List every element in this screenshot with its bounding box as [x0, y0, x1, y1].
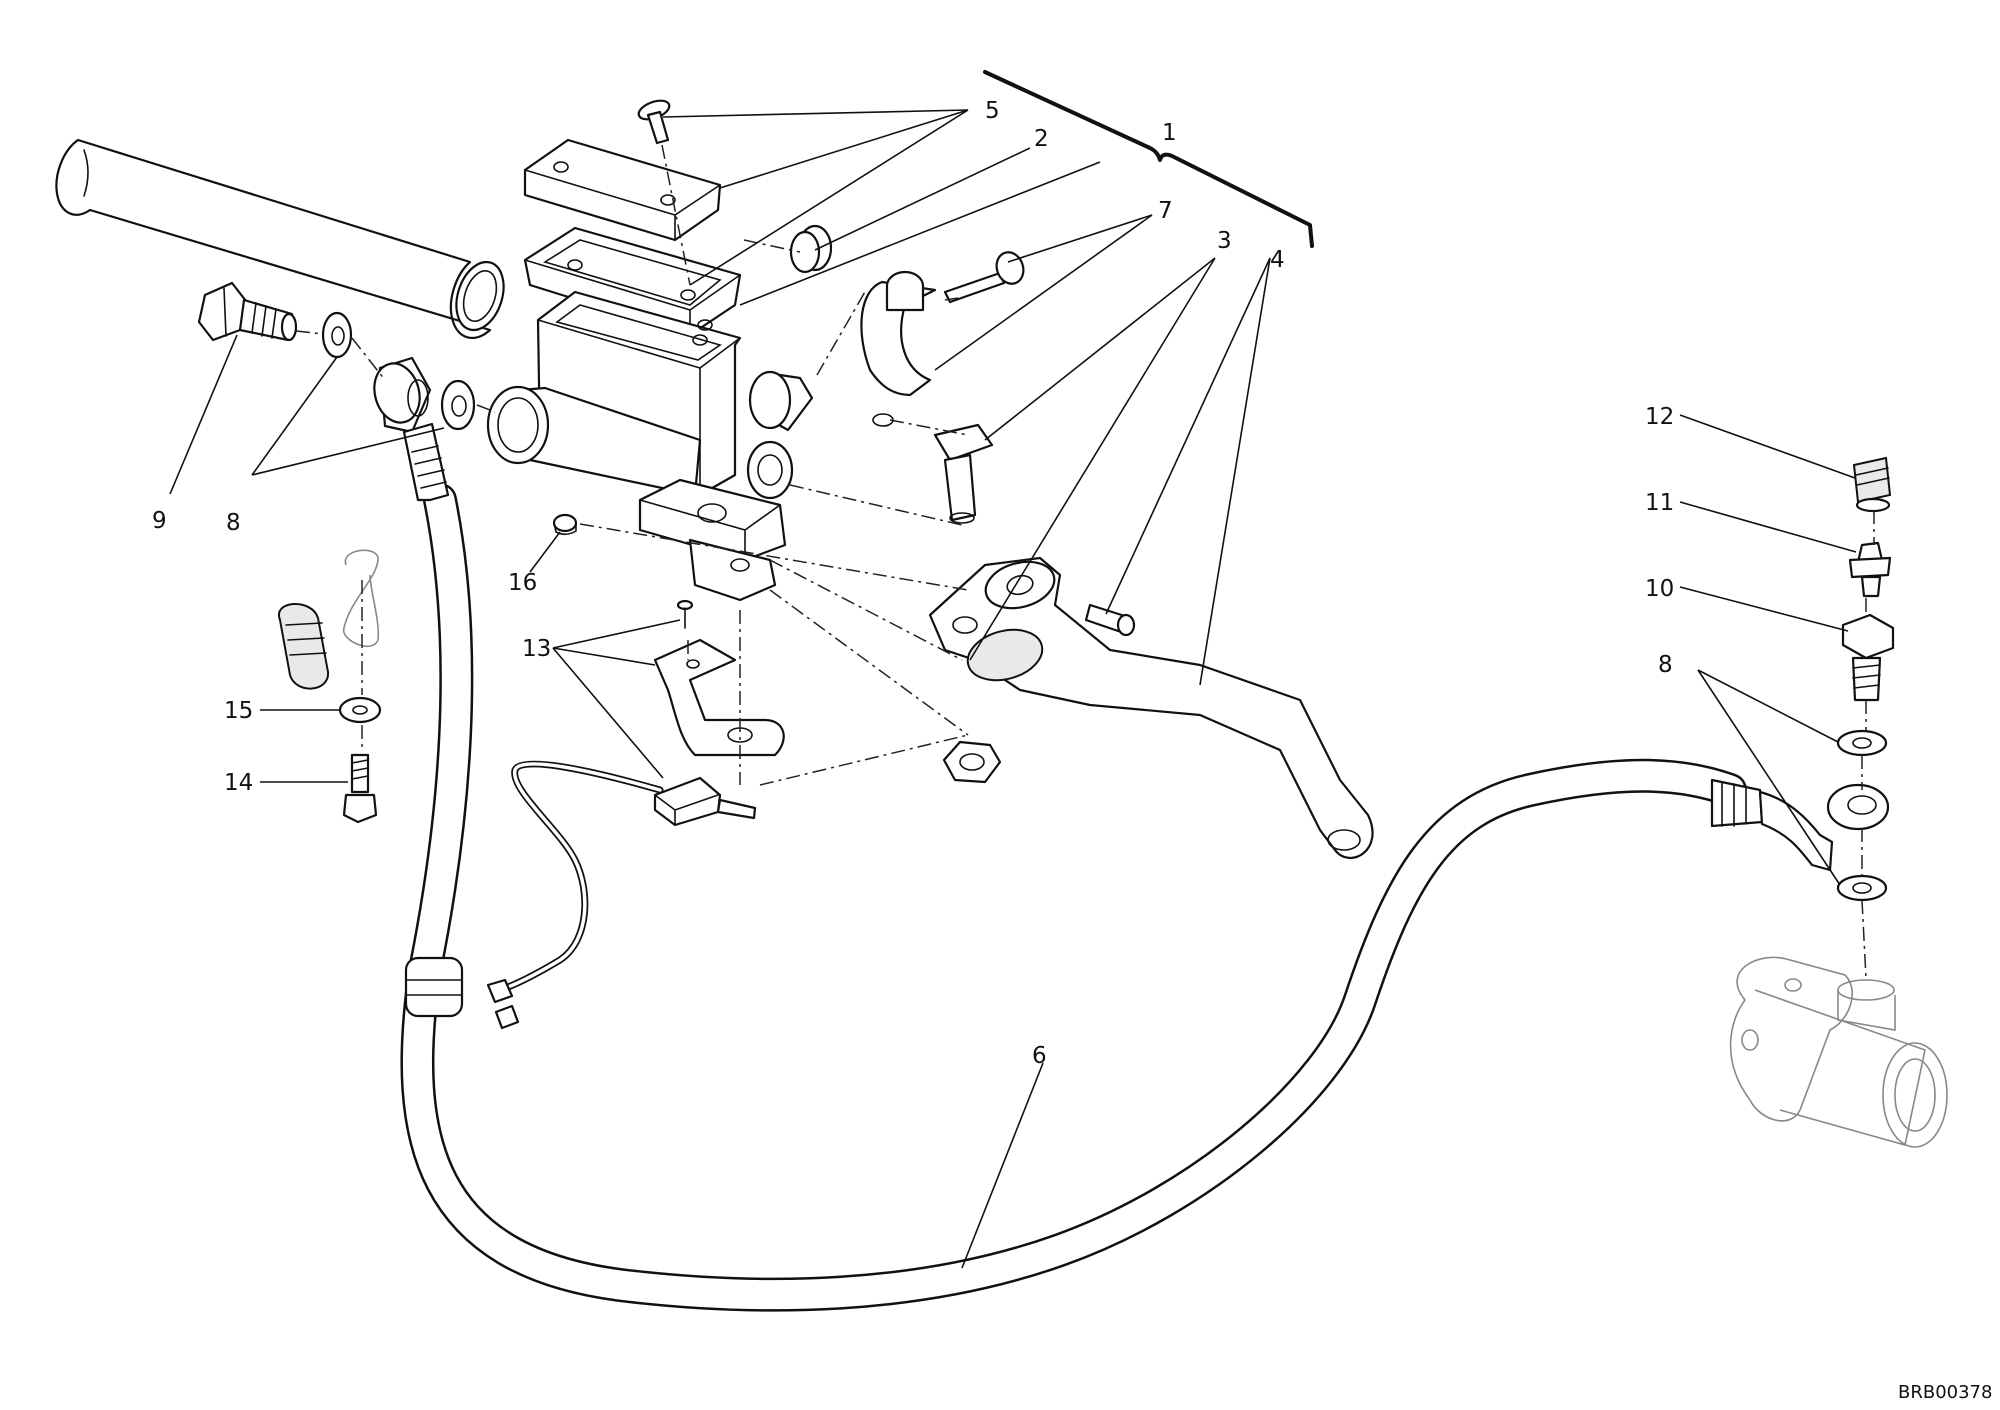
lever-adjuster-pin	[1084, 603, 1136, 637]
bleed-cap	[1852, 456, 1892, 513]
lever-pivot-bolt	[933, 423, 994, 524]
callout-11: 11	[1645, 490, 1674, 516]
hose-guide-grommet	[277, 603, 330, 690]
hose-ferrule-upper	[402, 422, 450, 502]
hex-screw	[342, 753, 378, 824]
banjo-bolt	[197, 281, 298, 342]
handlebar-clamp	[860, 270, 937, 427]
clutch-hose	[400, 483, 1747, 1312]
clutch-slave-cylinder-ghost	[1729, 956, 1948, 1148]
callout-2: 2	[1034, 126, 1049, 152]
callout-15: 15	[224, 698, 253, 724]
clutch-master-cylinder	[486, 138, 814, 602]
copper-washer	[1836, 874, 1888, 902]
callout-16: 16	[508, 570, 537, 596]
switch-bracket	[653, 638, 785, 757]
hose-grommet	[404, 956, 464, 1018]
hose-banjo-fitting	[373, 356, 432, 434]
callout-13: 13	[522, 636, 551, 662]
hose-ferrule-lower	[1710, 778, 1890, 872]
callout-7: 7	[1158, 198, 1173, 224]
callout-10: 10	[1645, 576, 1674, 602]
cable-tie-ghost	[343, 549, 380, 648]
callout-9: 9	[152, 508, 167, 534]
callout-14: 14	[224, 770, 253, 796]
copper-washer	[321, 311, 353, 359]
pivot-nut	[942, 740, 1002, 784]
clutch-switch	[653, 776, 757, 827]
switch-wire	[486, 760, 664, 1030]
bleed-valve	[1848, 541, 1892, 598]
drawing-code: BRB00378	[1898, 1382, 1992, 1403]
callout-8-right: 8	[1658, 652, 1673, 678]
assembly-axis-lines	[295, 144, 1875, 979]
cylinder-bush	[552, 513, 578, 536]
clamp-screw	[943, 251, 1025, 304]
copper-washer	[440, 379, 476, 431]
rubber-plug	[789, 224, 833, 274]
callout-3: 3	[1217, 228, 1232, 254]
callout-4: 4	[1270, 247, 1285, 273]
reservoir-cap-screw	[637, 99, 671, 145]
callout-5: 5	[985, 98, 1000, 124]
assembly-brace	[983, 70, 1314, 248]
callout-1: 1	[1162, 120, 1177, 146]
clutch-lever	[928, 556, 1374, 860]
handlebar-tube	[55, 138, 505, 340]
callout-8-left: 8	[226, 510, 241, 536]
callout-12: 12	[1645, 404, 1674, 430]
banjo-bolt-lower	[1841, 613, 1895, 702]
leader-lines	[169, 109, 1857, 1269]
copper-washer	[1836, 729, 1888, 757]
washer	[338, 696, 382, 724]
bracket-screw	[676, 599, 694, 629]
callout-6: 6	[1032, 1043, 1047, 1069]
